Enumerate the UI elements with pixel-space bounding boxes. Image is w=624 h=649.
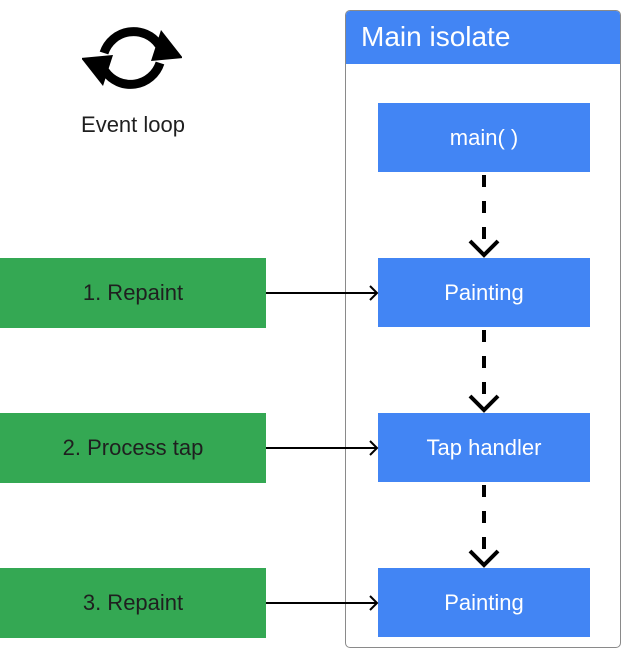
- isolate-header: Main isolate: [346, 11, 620, 64]
- step-painting-2: Painting: [378, 568, 590, 637]
- step-tap-handler: Tap handler: [378, 413, 590, 482]
- task-process-tap: 2. Process tap: [0, 413, 266, 483]
- step-main: main( ): [378, 103, 590, 172]
- main-isolate-panel: Main isolate: [345, 10, 621, 648]
- task-repaint-1: 1. Repaint: [0, 258, 266, 328]
- event-loop-label: Event loop: [81, 112, 185, 137]
- sync-icon: [82, 27, 182, 89]
- task-repaint-2: 3. Repaint: [0, 568, 266, 638]
- isolate-title: Main isolate: [361, 21, 511, 52]
- step-painting-1: Painting: [378, 258, 590, 327]
